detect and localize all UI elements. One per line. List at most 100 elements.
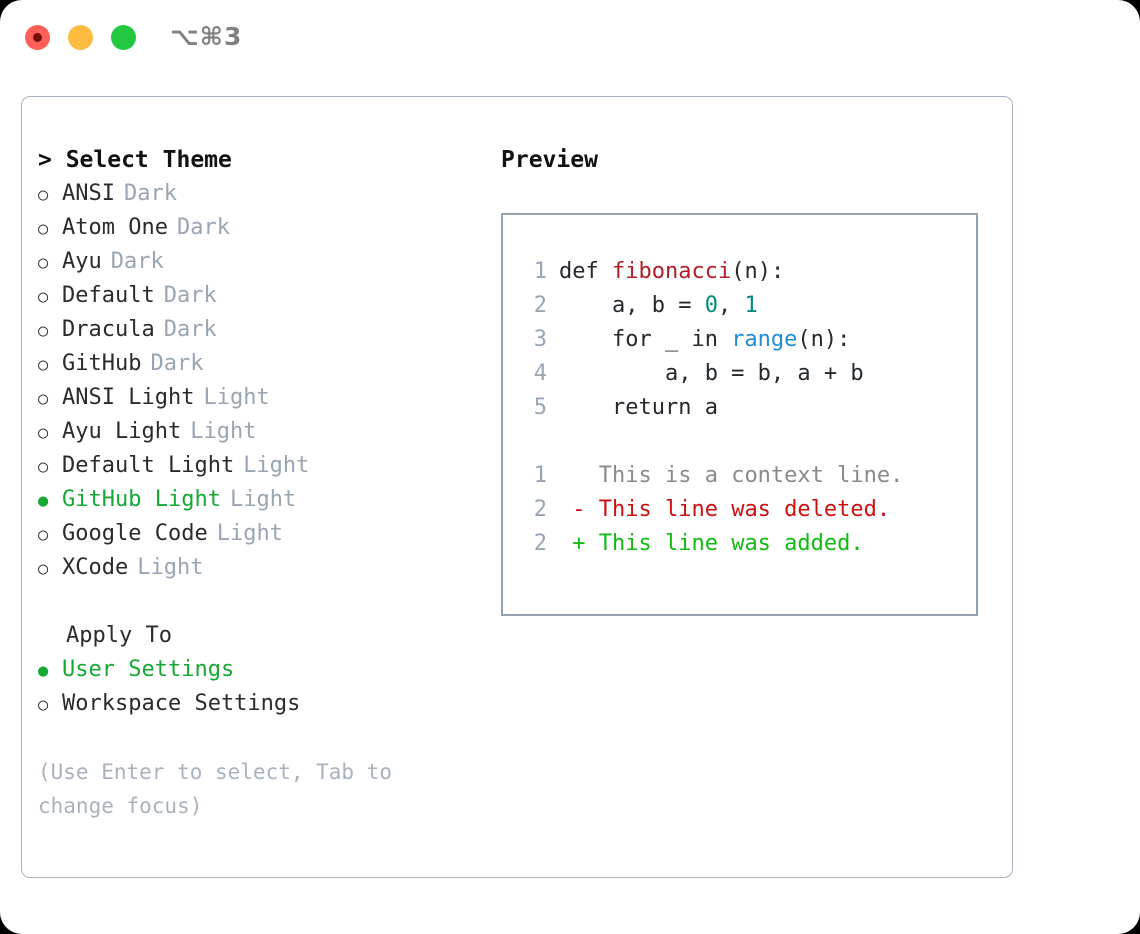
theme-variant-tag: Dark	[110, 249, 164, 274]
radio-selected-icon: ●	[38, 661, 49, 681]
theme-variant-tag: Light	[203, 385, 270, 410]
radio-unselected-icon: ○	[38, 185, 49, 205]
code-line-number: 2	[533, 293, 547, 318]
minimize-button[interactable]	[68, 25, 93, 50]
diff-line-number: 1	[533, 463, 547, 488]
code-line-number: 3	[533, 327, 547, 352]
code-token-num: 1	[744, 293, 758, 318]
diff-line-text: This line was deleted.	[585, 497, 891, 522]
code-token-kw: return a	[559, 395, 718, 420]
radio-unselected-icon: ○	[38, 287, 49, 307]
theme-option-6[interactable]: ○ ANSI Light Light	[38, 381, 478, 415]
preview-heading: Preview	[501, 147, 598, 173]
radio-unselected-icon: ○	[38, 423, 49, 443]
radio-unselected-icon: ○	[38, 525, 49, 545]
theme-option-label: GitHub Light	[62, 487, 221, 512]
theme-option-1[interactable]: ○ Atom One Dark	[38, 211, 478, 245]
code-line: 2 a, b = 0, 1	[521, 289, 976, 323]
code-token-kw: (n):	[797, 327, 851, 352]
theme-option-label: Ayu	[62, 249, 102, 274]
theme-option-10[interactable]: ○ Google Code Light	[38, 517, 478, 551]
code-line-text: a, b = 0, 1	[559, 289, 758, 323]
apply-option-1[interactable]: ○ Workspace Settings	[38, 687, 478, 721]
code-line-text: a, b = b, a + b	[559, 357, 864, 391]
code-token-call: range	[731, 327, 798, 352]
theme-option-label: ANSI	[62, 181, 115, 206]
radio-unselected-icon: ○	[38, 219, 49, 239]
diff-line-del: 2 - This line was deleted.	[521, 493, 976, 527]
select-theme-heading: > Select Theme	[38, 147, 232, 173]
code-line-number: 5	[533, 395, 547, 420]
title-bar: ⌥⌘3	[0, 0, 1140, 76]
theme-option-label: Ayu Light	[62, 419, 182, 444]
theme-option-2[interactable]: ○ Ayu Dark	[38, 245, 478, 279]
diff-marker	[559, 459, 586, 493]
theme-option-label: ANSI Light	[62, 385, 195, 410]
radio-unselected-icon: ○	[38, 321, 49, 341]
apply-to-heading: Apply To	[66, 623, 172, 648]
theme-option-0[interactable]: ○ ANSI Dark	[38, 177, 478, 211]
theme-variant-tag: Dark	[176, 215, 230, 240]
theme-variant-tag: Dark	[123, 181, 177, 206]
diff-line-ctx: 1 This is a context line.	[521, 459, 976, 493]
code-token-num: 0	[704, 293, 718, 318]
radio-unselected-icon: ○	[38, 355, 49, 375]
code-line: 1 def fibonacci(n):	[521, 255, 976, 289]
theme-option-label: Google Code	[62, 521, 208, 546]
maximize-button[interactable]	[111, 25, 136, 50]
code-line: 4 a, b = b, a + b	[521, 357, 976, 391]
radio-unselected-icon: ○	[38, 253, 49, 273]
theme-variant-tag: Dark	[150, 351, 204, 376]
code-token-fn: fibonacci	[611, 259, 732, 284]
theme-option-label: Dracula	[62, 317, 155, 342]
diff-line-text: This line was added.	[585, 531, 864, 556]
theme-variant-tag: Dark	[163, 317, 217, 342]
theme-option-label: Atom One	[62, 215, 168, 240]
window-controls	[25, 25, 136, 50]
diff-line-text: This is a context line.	[585, 463, 904, 488]
theme-option-7[interactable]: ○ Ayu Light Light	[38, 415, 478, 449]
theme-variant-tag: Light	[190, 419, 257, 444]
code-line-text: def fibonacci(n):	[559, 255, 784, 289]
close-button[interactable]	[25, 25, 50, 50]
apply-option-0[interactable]: ●User Settings	[38, 653, 478, 687]
code-token-kw: ,	[717, 293, 745, 318]
theme-option-label: Default Light	[62, 453, 235, 478]
theme-variant-tag: Light	[216, 521, 283, 546]
diff-line-number: 2	[533, 531, 547, 556]
list-spacer	[38, 585, 478, 619]
diff-line-add: 2 + This line was added.	[521, 527, 976, 561]
code-line-number: 4	[533, 361, 547, 386]
theme-option-4[interactable]: ○ Dracula Dark	[38, 313, 478, 347]
code-token-kw: a, b =	[559, 293, 705, 318]
apply-to-list[interactable]: ●User Settings ○ Workspace Settings	[38, 653, 478, 721]
apply-option-label: Workspace Settings	[62, 691, 301, 716]
radio-unselected-icon: ○	[38, 389, 49, 409]
code-line: 3 for _ in range(n):	[521, 323, 976, 357]
code-line-number: 1	[533, 259, 547, 284]
diff-sample: 1 This is a context line.2 - This line w…	[521, 459, 976, 561]
code-line: 5 return a	[521, 391, 976, 425]
radio-unselected-icon: ○	[38, 457, 49, 477]
code-token-kw: for _ in	[559, 327, 732, 352]
keyboard-hint-text: (Use Enter to select, Tab to change focu…	[38, 760, 393, 818]
radio-unselected-icon: ○	[38, 695, 49, 715]
theme-variant-tag: Light	[137, 555, 204, 580]
code-line-text: return a	[559, 391, 718, 425]
code-diff-spacer	[521, 425, 976, 459]
keyboard-shortcut-label: ⌥⌘3	[170, 22, 243, 51]
theme-variant-tag: Dark	[163, 283, 217, 308]
radio-selected-icon: ●	[38, 491, 49, 511]
radio-unselected-icon: ○	[38, 559, 49, 579]
